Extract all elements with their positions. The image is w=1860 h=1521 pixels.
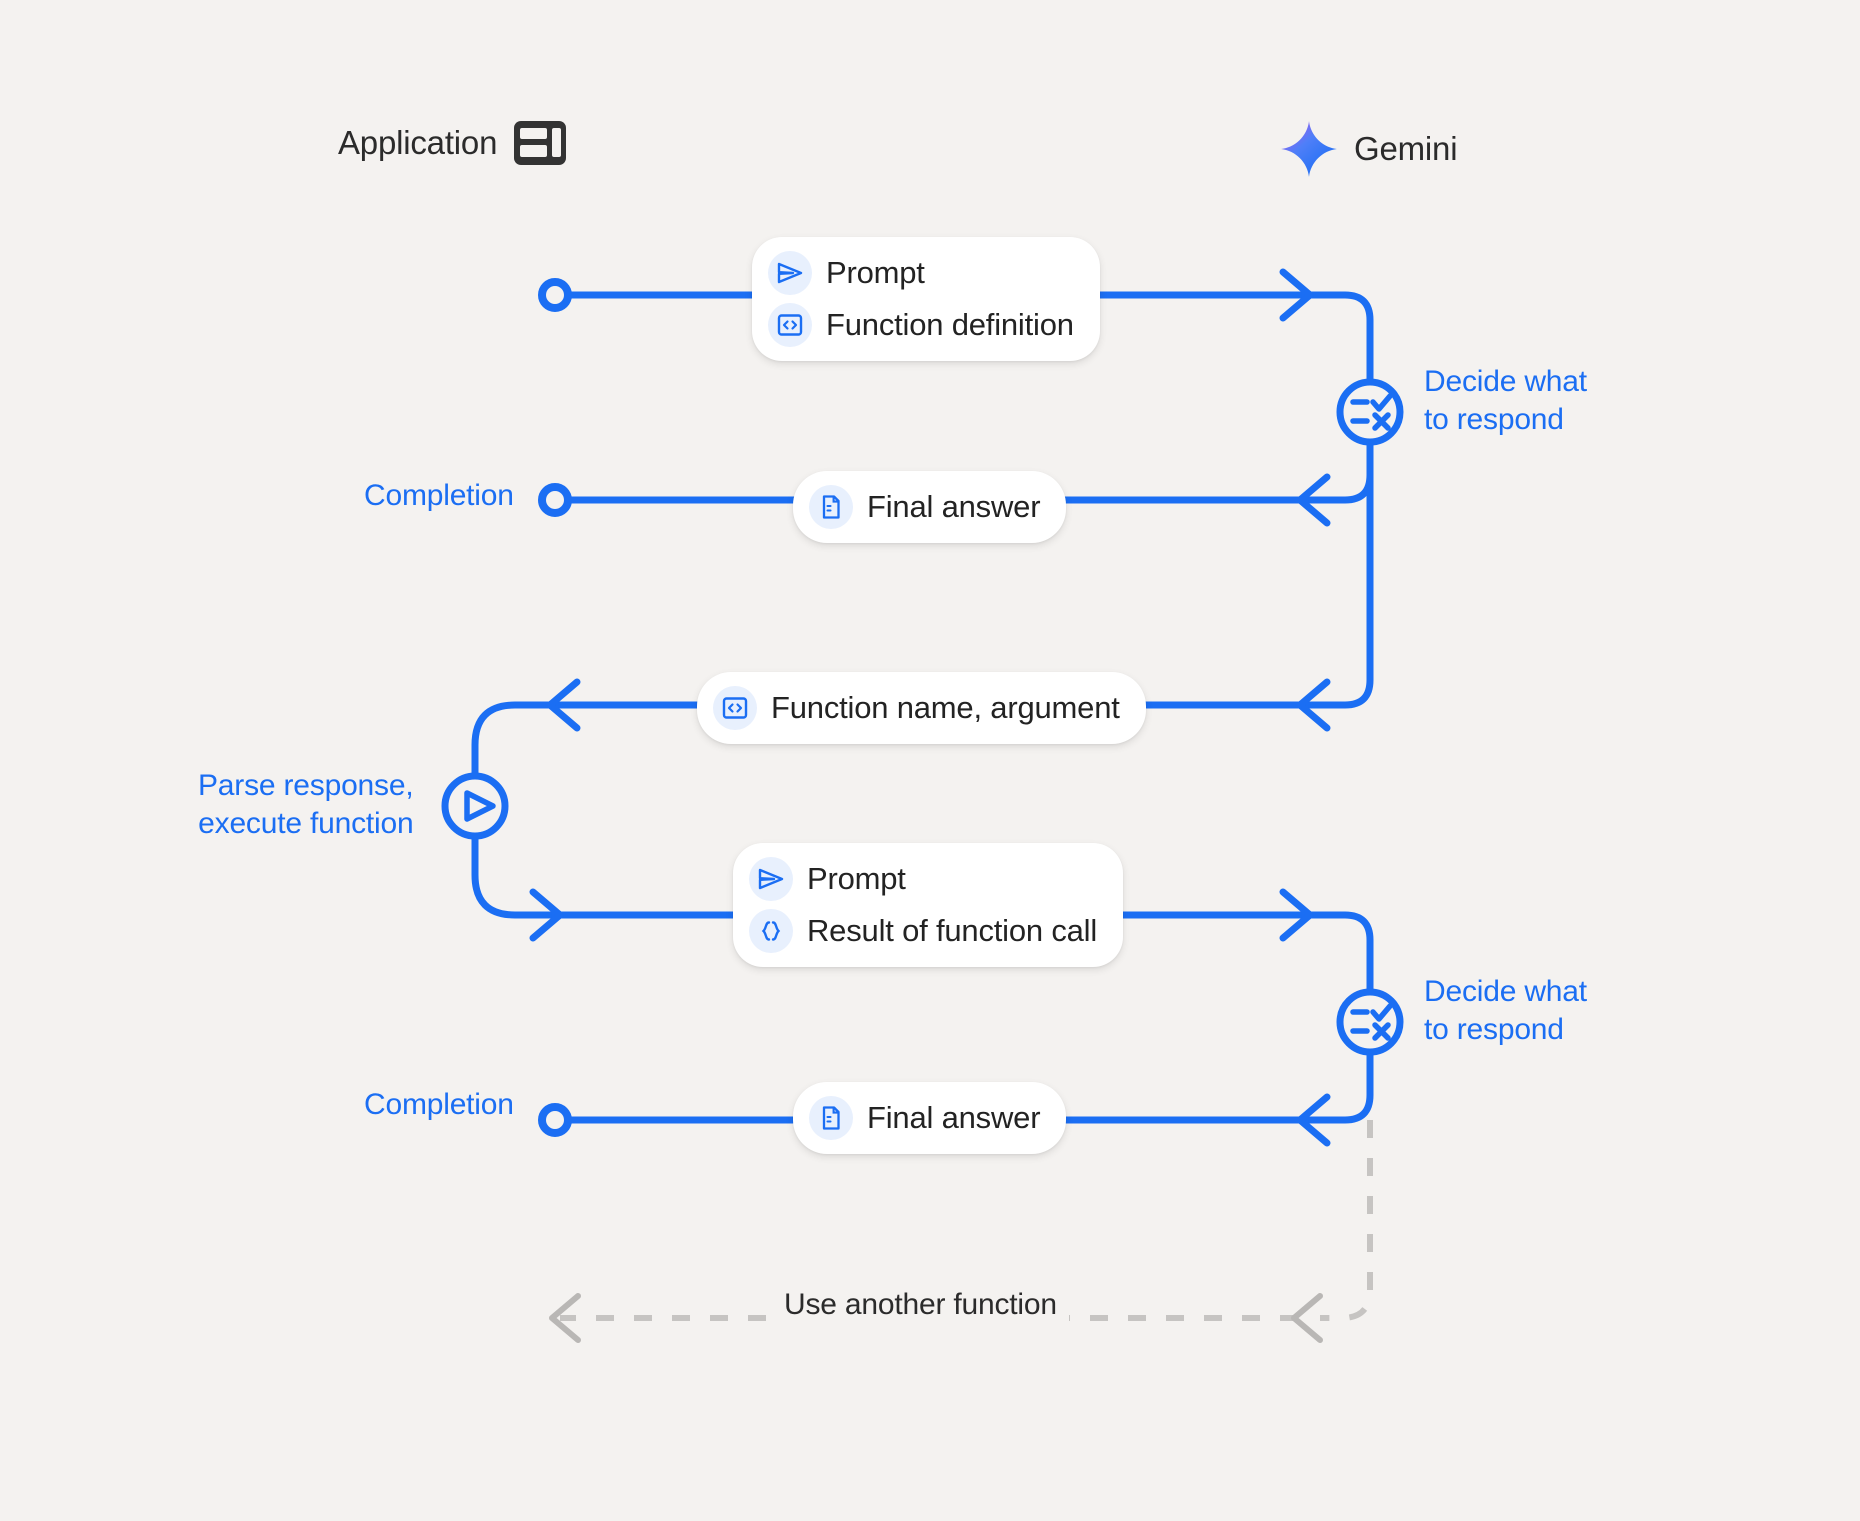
decision-node-2 <box>1336 988 1404 1056</box>
card-row-final-answer: Final answer <box>809 485 1041 529</box>
message-card-final-answer-1: Final answer <box>793 471 1067 543</box>
message-card-prompt-function-definition: Prompt Function definition <box>752 237 1100 361</box>
annotation-parse-execute: Parse response, execute function <box>198 767 414 844</box>
actor-application: Application <box>338 120 567 166</box>
message-card-final-answer-2: Final answer <box>793 1082 1067 1154</box>
loopback-vertical <box>1320 1120 1373 1321</box>
arrowhead-prompt-result-to-gemini <box>529 888 564 942</box>
annotation-line-1: Parse response, <box>198 769 414 802</box>
parse-execute-node <box>441 772 509 840</box>
completion-dot-1 <box>538 483 572 517</box>
curly-braces-icon <box>749 909 793 953</box>
card-label-prompt: Prompt <box>807 861 906 896</box>
arrowhead-function-name-arg-app <box>546 678 581 732</box>
card-label-prompt: Prompt <box>826 255 925 290</box>
actor-gemini-label: Gemini <box>1354 130 1458 167</box>
document-icon <box>809 485 853 529</box>
message-card-prompt-result-of-function-call: Prompt Result of function call <box>733 843 1124 967</box>
dashboard-layout-icon <box>513 120 567 166</box>
document-icon <box>809 1096 853 1140</box>
card-row-prompt: Prompt <box>768 251 1074 295</box>
gemini-sparkle-icon <box>1280 120 1338 178</box>
annotation-decide-what-to-respond-2: Decide what to respond <box>1424 973 1587 1050</box>
arrowhead-loopback-right <box>1291 1293 1323 1343</box>
annotation-line-2: execute function <box>198 807 414 841</box>
card-row-result-of-function-call: Result of function call <box>749 909 1097 953</box>
code-brackets-box-icon <box>713 686 757 730</box>
arrowhead-prompt-to-gemini <box>1279 268 1314 322</box>
flow-decide1-final <box>1301 471 1374 504</box>
card-label-final-answer: Final answer <box>867 489 1041 524</box>
annotation-completion-2: Completion <box>364 1088 514 1121</box>
card-row-prompt: Prompt <box>749 857 1097 901</box>
arrowhead-prompt-result-gemini-in <box>1279 888 1314 942</box>
arrowhead-final-answer-2 <box>1296 1093 1331 1147</box>
card-row-function-name-argument: Function name, argument <box>713 686 1120 730</box>
flow-parse-out <box>471 832 559 919</box>
loopback-label: Use another function <box>772 1288 1069 1322</box>
annotation-line-1: Decide what <box>1424 975 1587 1008</box>
card-label-result-of-function-call: Result of function call <box>807 913 1098 948</box>
arrowhead-function-name-arg-gemini <box>1296 678 1331 732</box>
completion-dot-2 <box>538 1103 572 1137</box>
send-arrow-icon <box>768 251 812 295</box>
card-row-function-definition: Function definition <box>768 303 1074 347</box>
annotation-completion-1: Completion <box>364 479 514 512</box>
decision-node-1 <box>1336 378 1404 446</box>
annotation-decide-what-to-respond-1: Decide what to respond <box>1424 363 1587 440</box>
annotation-line-2: to respond <box>1424 403 1564 437</box>
actor-gemini: Gemini <box>1280 120 1458 178</box>
card-row-final-answer: Final answer <box>809 1096 1041 1140</box>
message-card-function-name-argument: Function name, argument <box>697 672 1146 744</box>
arrowhead-loopback-left <box>549 1293 581 1343</box>
flow-decide2-final <box>1301 1048 1374 1124</box>
annotation-line-2: to respond <box>1424 1013 1564 1047</box>
card-label-function-definition: Function definition <box>826 307 1074 342</box>
card-label-function-name-argument: Function name, argument <box>771 690 1120 725</box>
start-node-dot <box>538 278 572 312</box>
code-brackets-box-icon <box>768 303 812 347</box>
arrowhead-final-answer-1 <box>1296 473 1331 527</box>
send-arrow-icon <box>749 857 793 901</box>
flow-to-parse-node <box>471 701 559 779</box>
card-label-final-answer: Final answer <box>867 1100 1041 1135</box>
annotation-line-1: Decide what <box>1424 365 1587 398</box>
flow-decide1-down <box>1301 438 1374 709</box>
flow-gemini-decide2-entry <box>1301 911 1374 997</box>
flow-gemini-decide-entry <box>1301 291 1374 387</box>
actor-application-label: Application <box>338 124 498 161</box>
